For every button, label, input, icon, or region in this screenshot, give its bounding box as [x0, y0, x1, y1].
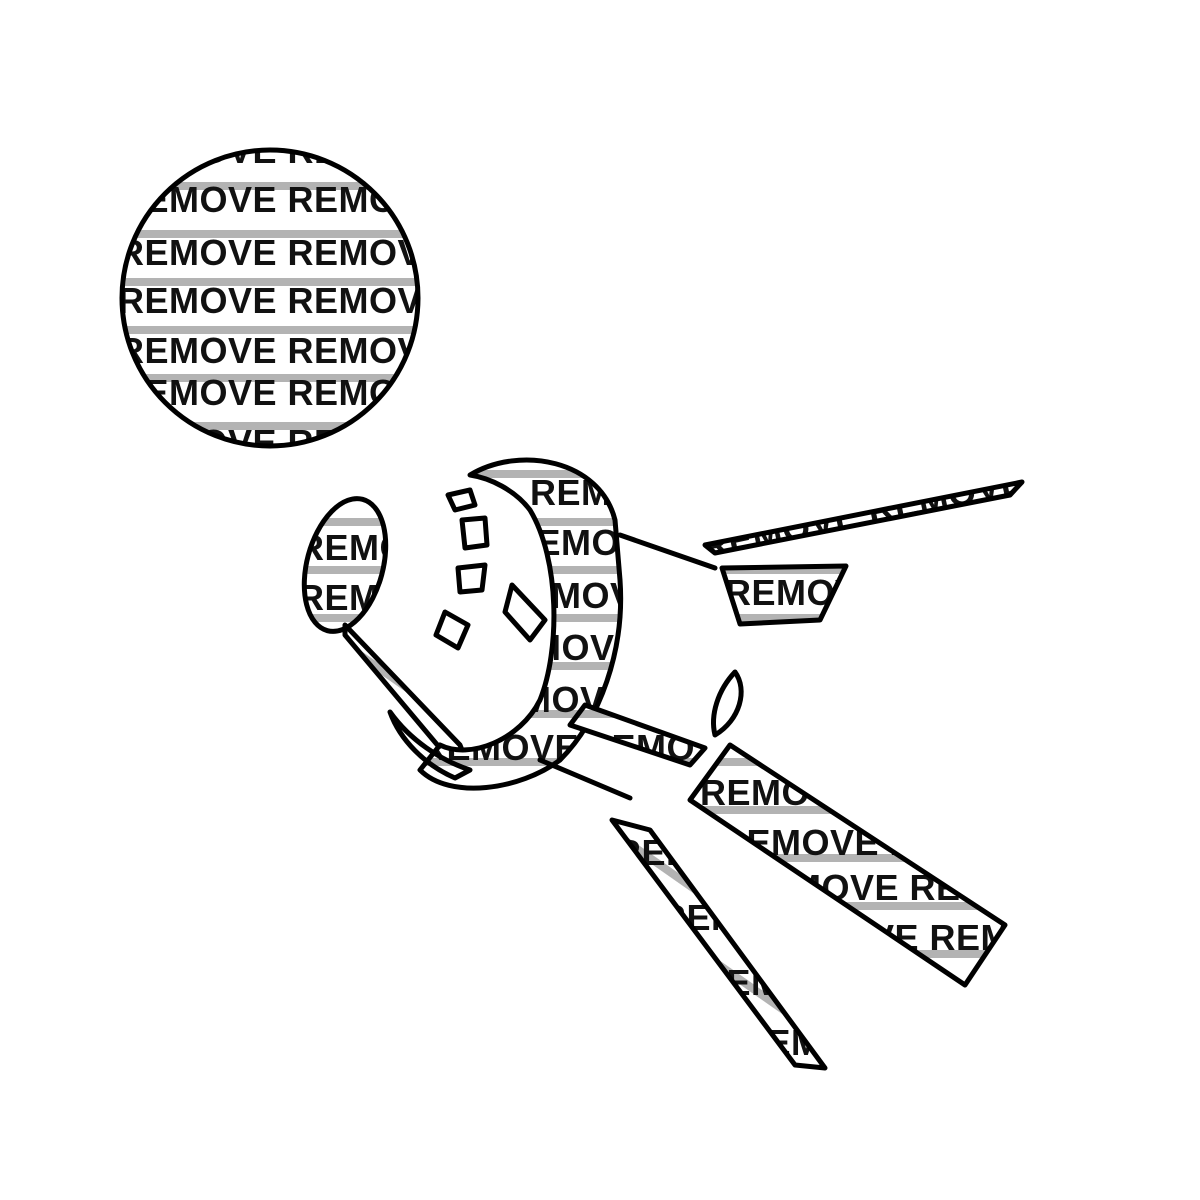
satellite-rod [537, 757, 633, 801]
tape-text-row: REMOVE REMOVE REMOVE REMOVE REMOVE REMOV… [725, 572, 1200, 613]
satellite-rod [617, 532, 718, 571]
tape-text-row: REMOVE REMOVE REMOVE REMOVE REMOVE REMOV… [118, 280, 1125, 321]
solar-panel-lower: REMOVE REMOVE REMOVE REMOVE REMOVE REMOV… [687, 742, 1200, 988]
tape-text-row: REMOVE REMOVE REMOVE REMOVE REMOVE REMOV… [118, 422, 1125, 463]
tape-text-row: REMOVE REMOVE REMOVE REMOVE REMOVE REMOV… [118, 232, 1125, 273]
tape-text-row: REMOVE REMOVE REMOVE REMOVE REMOVE REMOV… [760, 917, 1200, 958]
solar-panel-upper: REMOVE REMOVE REMOVE REMOVE REMOVE REMOV… [702, 479, 1025, 556]
satellite-antenna-piece [711, 669, 744, 738]
tape-text-row: REMOVE REMOVE REMOVE REMOVE REMOVE REMOV… [420, 727, 1200, 768]
tape-text-row: REMOVE REMOVE REMOVE REMOVE REMOVE REMOV… [500, 575, 1200, 616]
tape-text-row: REMOVE REMOVE REMOVE REMOVE REMOVE REMOV… [118, 372, 1125, 413]
remove-circle-sticker: REMOVE REMOVE REMOVE REMOVE REMOVE REMOV… [118, 147, 1125, 463]
tape-text-row: REMOVE REMOVE REMOVE REMOVE REMOVE REMOV… [720, 822, 1200, 863]
satellite-arm-panel: REMOVE REMOVE REMOVE REMOVE REMOVE REMOV… [567, 702, 708, 768]
satellite-body: REMOVE REMOVE REMOVE REMOVE REMOVE REMOV… [387, 457, 1200, 791]
tape-text-row: REMOVE REMOVE REMOVE REMOVE REMOVE REMOV… [700, 772, 1200, 813]
satellite-illustration: REMOVE REMOVE REMOVE REMOVE REMOVE REMOV… [290, 457, 1200, 1071]
tape-text-row: REMOVE REMOVE REMOVE REMOVE REMOVE REMOV… [530, 472, 1200, 513]
tape-text-row: REMOVE REMOVE REMOVE REMOVE REMOVE REMOV… [118, 179, 1125, 220]
tape-text-row: REMOVE REMOVE REMOVE REMOVE REMOVE REMOV… [480, 627, 1200, 668]
tape-text-row: REMOVE REMOVE REMOVE REMOVE REMOVE REMOV… [118, 330, 1125, 371]
satellite-windows [433, 487, 490, 651]
solar-panel-upper-2: REMOVE REMOVE REMOVE REMOVE REMOVE REMOV… [719, 563, 1200, 627]
